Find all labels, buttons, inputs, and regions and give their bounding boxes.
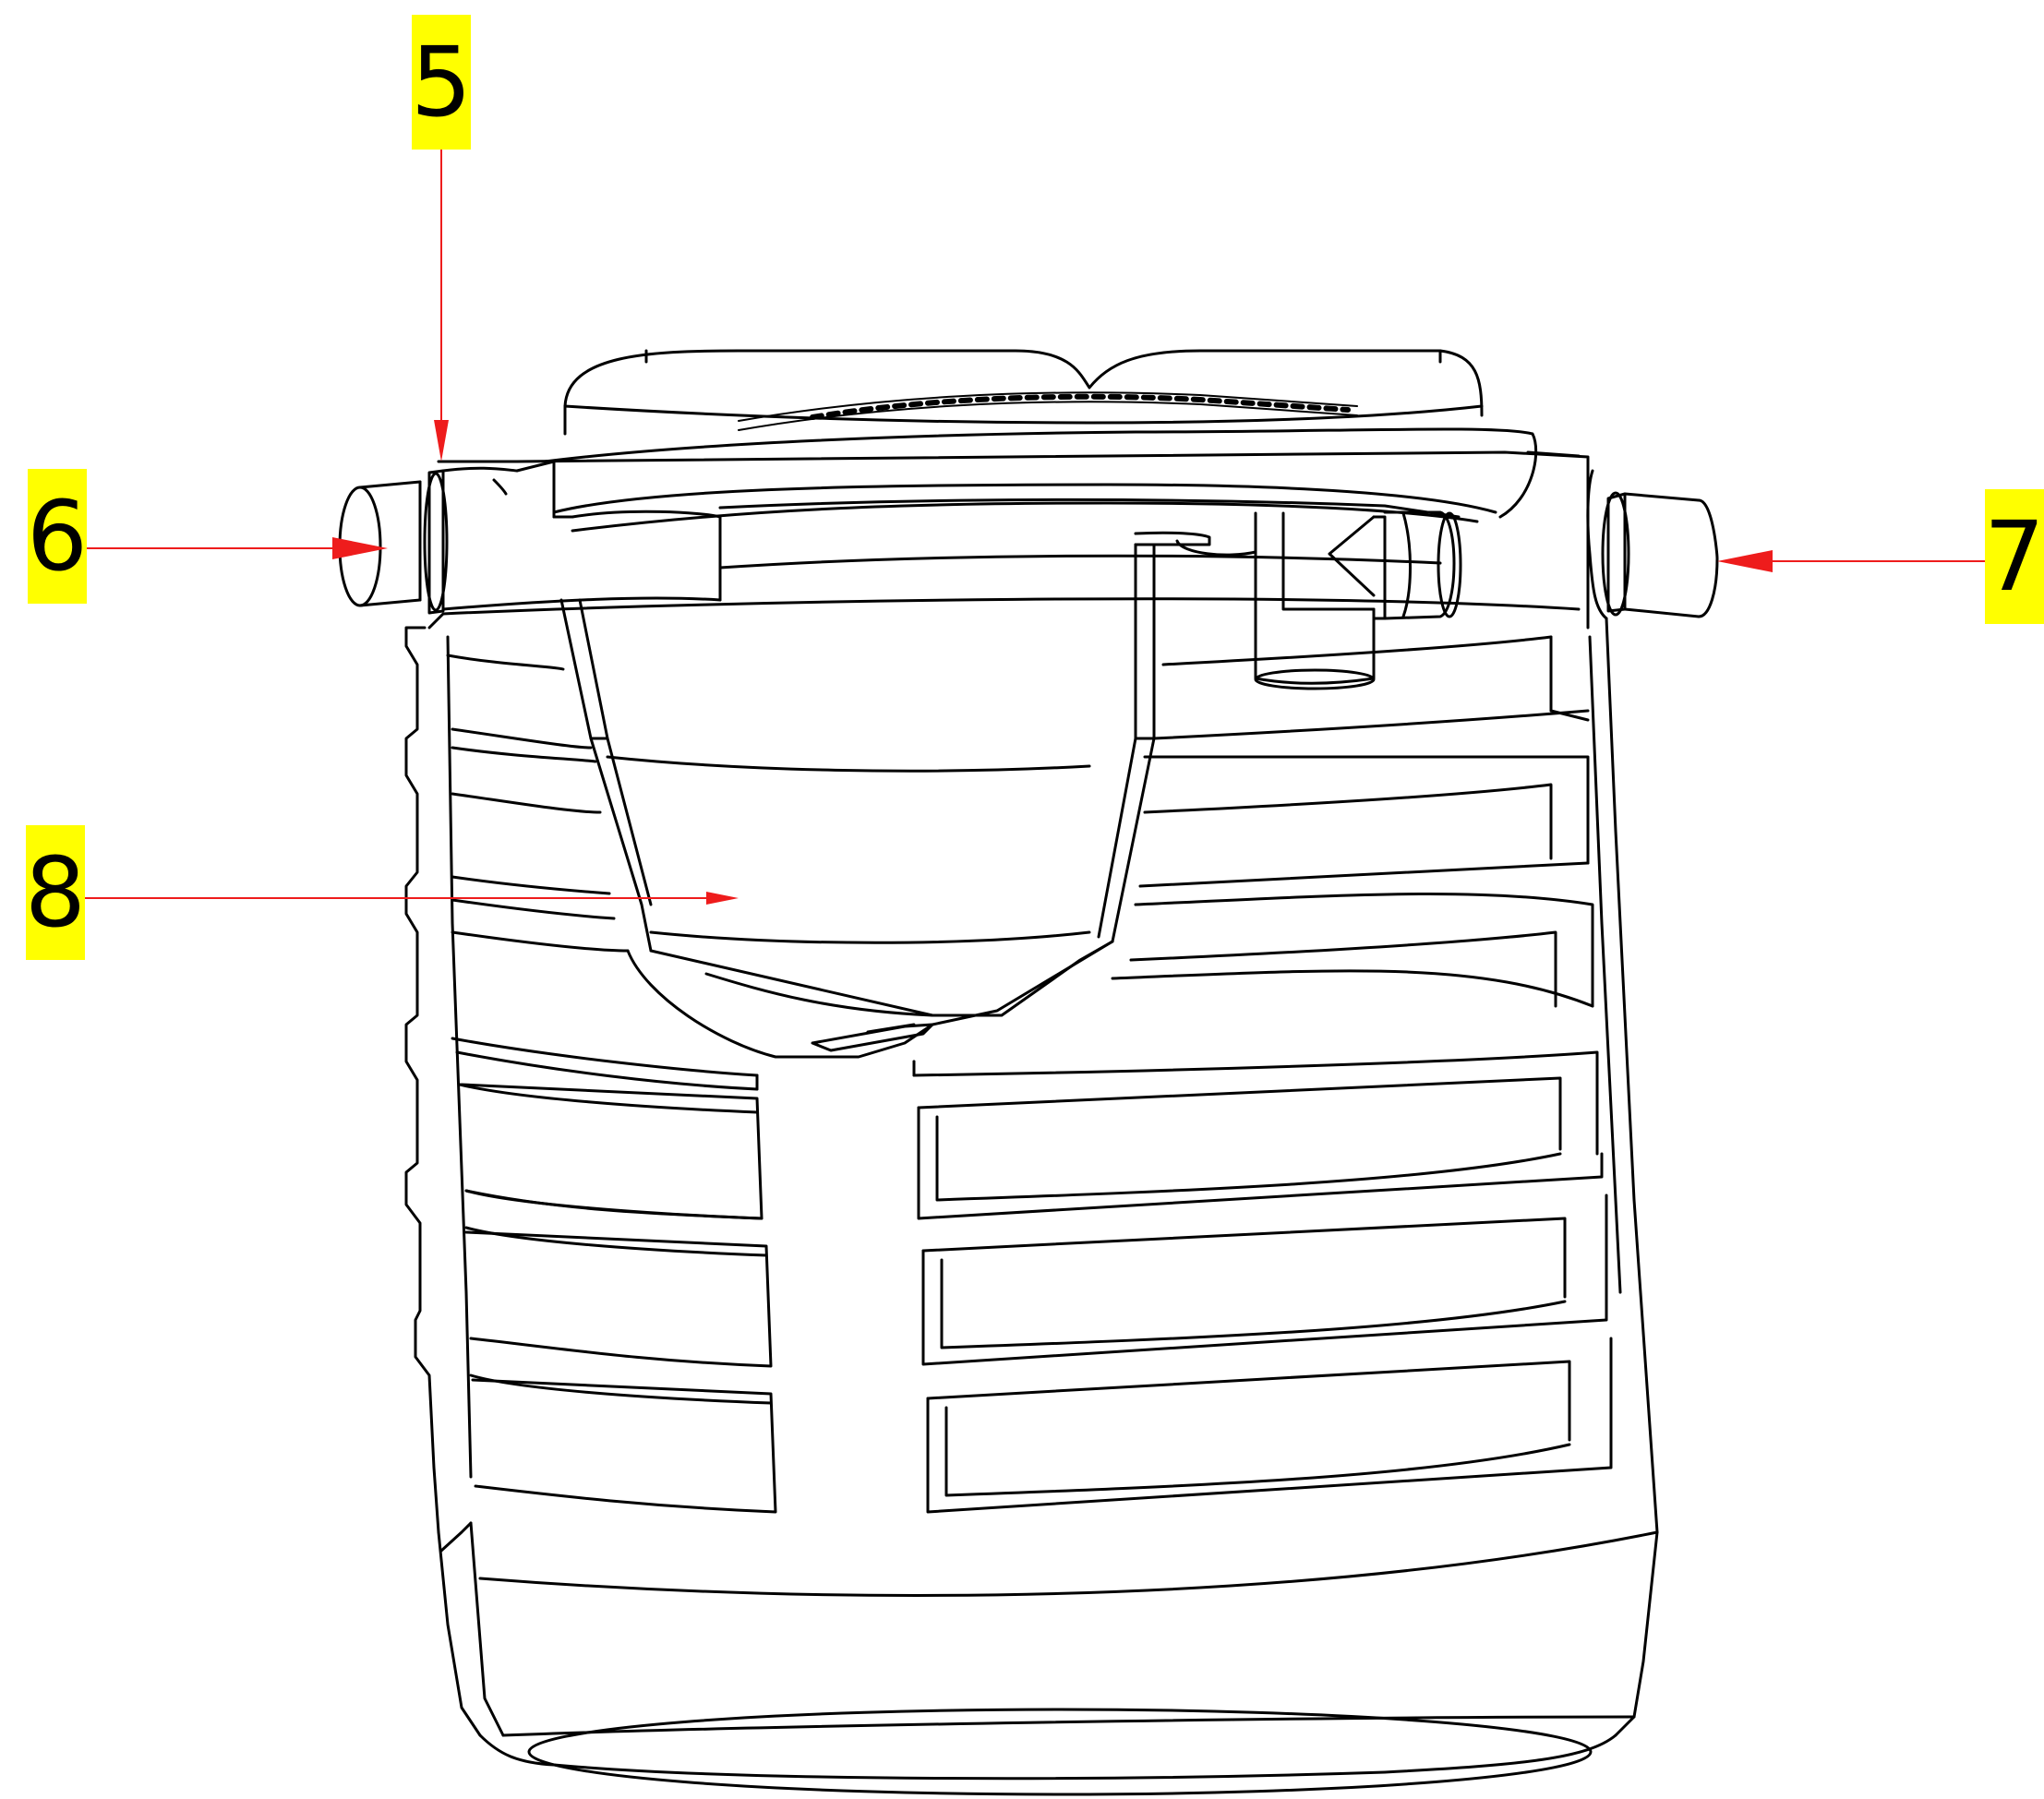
center-column xyxy=(755,1060,916,1091)
left-ribs xyxy=(446,654,777,1514)
right-wall xyxy=(1588,617,1659,1737)
callout-label-6: 6 xyxy=(26,480,89,593)
lid-domes xyxy=(563,349,1484,436)
label-background-7 xyxy=(1985,489,2044,624)
callout-label-8: 8 xyxy=(24,836,87,949)
top-ring xyxy=(543,427,1538,533)
tank-rim xyxy=(427,450,1590,630)
leader-lines xyxy=(85,150,1985,905)
left-wall xyxy=(404,626,505,1737)
arrow-8 xyxy=(706,892,739,905)
callout-label-7: 7 xyxy=(1983,500,2044,613)
callout-label-5: 5 xyxy=(410,26,473,138)
label-background-6 xyxy=(28,469,87,604)
right-outlet-pipe xyxy=(1526,450,1719,620)
label-background-5 xyxy=(412,15,471,150)
arrow-6 xyxy=(332,537,388,559)
label-background-8 xyxy=(26,825,85,960)
settlement-cone xyxy=(559,531,1257,1059)
grating xyxy=(738,391,1358,431)
tank-bottom xyxy=(478,1530,1659,1796)
arrow-5 xyxy=(434,420,449,462)
arrow-7 xyxy=(1717,550,1773,572)
right-ribs xyxy=(912,635,1613,1514)
label-backgrounds xyxy=(26,15,2044,960)
left-inlet-pipe xyxy=(338,460,722,615)
tee-pipe xyxy=(1254,510,1462,690)
